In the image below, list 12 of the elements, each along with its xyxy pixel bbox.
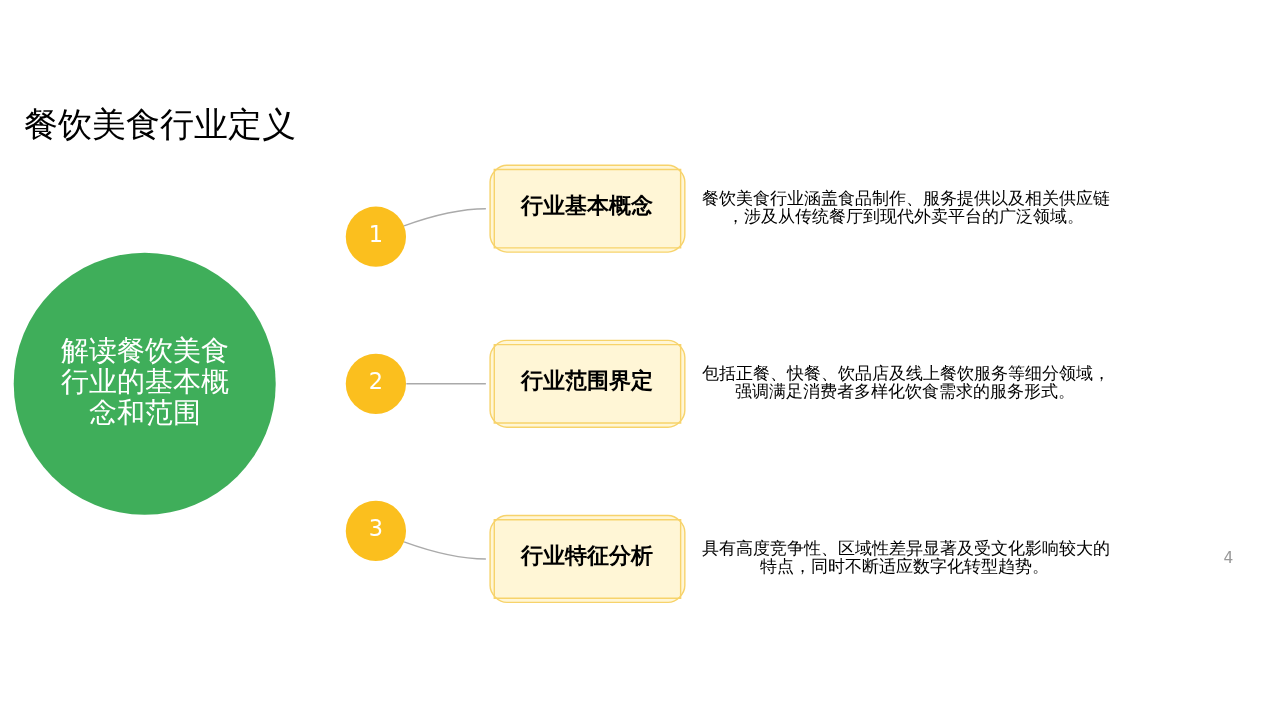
connector [405,383,487,385]
connector [403,208,487,227]
connector [403,541,487,560]
node-label: 餐饮美食行业涵盖食品制作、服务提供以及相关供应链，涉及从传统餐厅到现代外卖平台的广泛领域。 [701,187,1110,227]
node-label: 具有高度竞争性、区域性差异显著及受文化影响较大的特点，同时不断适应数字化转型趋势。 [701,538,1110,577]
node-label: 包括正餐、快餐、饮品店及线上餐饮服务等细分领域，强调满足消费者多样化饮食需求的服务形式。 [701,363,1110,402]
label: 4 [1223,548,1234,567]
node-circle: 2 [345,353,406,414]
node-circle: 1 [345,206,406,267]
diagram-title: 餐饮美食行业定义 [24,105,297,145]
node-circle: 3 [345,500,406,562]
node-circle: 解读餐饮美食行业的基本概念和范围 [13,252,276,515]
